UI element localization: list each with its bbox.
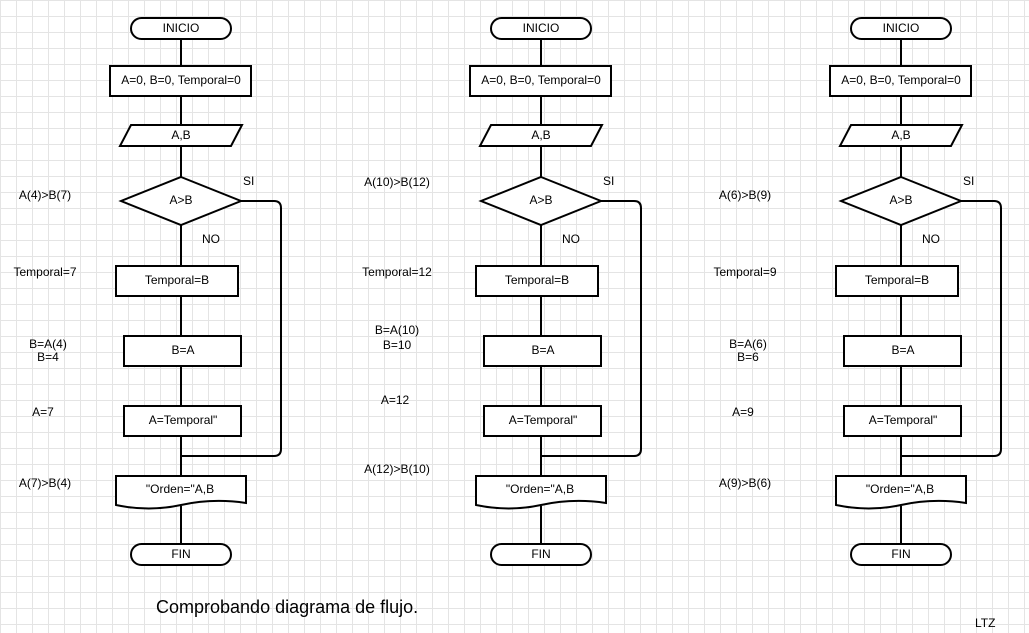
- yes-label: SI: [243, 174, 254, 188]
- a-process-box: [123, 405, 242, 437]
- b-process-box: [483, 335, 602, 367]
- output-label: "Orden="A,B: [506, 482, 574, 496]
- output-document: [475, 475, 607, 510]
- a-step-label: A=Temporal": [509, 413, 578, 427]
- end-label: FIN: [531, 547, 550, 561]
- start-terminator: [850, 17, 952, 40]
- yes-branch-line: [181, 200, 282, 457]
- trace-result: A(12)>B(10): [364, 462, 430, 476]
- temporal-process-box: [835, 265, 959, 297]
- no-label: NO: [562, 232, 580, 246]
- trace-a: A=7: [32, 405, 54, 419]
- b-step-label: B=A: [531, 343, 554, 357]
- trace-b-line2: B=10: [383, 338, 412, 352]
- decision-label: A>B: [529, 193, 552, 207]
- trace-b-line2: B=6: [737, 350, 759, 364]
- temporal-step-label: Temporal=B: [865, 273, 929, 287]
- a-step-label: A=Temporal": [149, 413, 218, 427]
- b-process-box: [123, 335, 242, 367]
- trace-a: A=9: [732, 405, 754, 419]
- start-terminator: [490, 17, 592, 40]
- start-label: INICIO: [883, 21, 920, 35]
- trace-b-line2: B=4: [37, 350, 59, 364]
- end-terminator: [490, 543, 592, 566]
- trace-result: A(9)>B(6): [719, 476, 771, 490]
- yes-branch-line: [541, 200, 642, 457]
- yes-branch-line: [901, 200, 1002, 457]
- decision-label: A>B: [889, 193, 912, 207]
- flowchart-1: INICIO A=0, B=0, Temporal=0A,B A>B SI NO Temp…: [13, 17, 282, 566]
- decision-diamond: [838, 175, 964, 227]
- trace-b-line1: B=A(6): [729, 337, 767, 351]
- input-parallelogram: [838, 124, 964, 147]
- yes-label: SI: [603, 174, 614, 188]
- input-parallelogram: [478, 124, 604, 147]
- decision-diamond: [478, 175, 604, 227]
- trace-temporal: Temporal=12: [362, 265, 432, 279]
- trace-condition: A(10)>B(12): [364, 175, 430, 189]
- trace-a: A=12: [381, 393, 410, 407]
- start-label: INICIO: [523, 21, 560, 35]
- temporal-step-label: Temporal=B: [505, 273, 569, 287]
- temporal-process-box: [475, 265, 599, 297]
- start-label: INICIO: [163, 21, 200, 35]
- init-process-box: [829, 65, 972, 97]
- decision-label: A>B: [169, 193, 192, 207]
- trace-b-line1: B=A(10): [375, 323, 419, 337]
- decision-diamond: [118, 175, 244, 227]
- end-terminator: [850, 543, 952, 566]
- no-label: NO: [922, 232, 940, 246]
- b-step-label: B=A: [171, 343, 194, 357]
- end-terminator: [130, 543, 232, 566]
- input-parallelogram: [118, 124, 244, 147]
- output-document: [115, 475, 247, 510]
- trace-b-line1: B=A(4): [29, 337, 67, 351]
- yes-label: SI: [963, 174, 974, 188]
- init-process-box: [109, 65, 252, 97]
- trace-condition: A(4)>B(7): [19, 188, 71, 202]
- init-process-box: [469, 65, 612, 97]
- input-label: A,B: [531, 128, 550, 142]
- trace-temporal: Temporal=7: [13, 265, 76, 279]
- trace-condition: A(6)>B(9): [719, 188, 771, 202]
- signature: LTZ: [975, 616, 996, 630]
- a-process-box: [843, 405, 962, 437]
- a-step-label: A=Temporal": [869, 413, 938, 427]
- temporal-step-label: Temporal=B: [145, 273, 209, 287]
- flowchart-2: INICIO A=0, B=0, Temporal=0A,B A>B SI NO Temp…: [362, 17, 642, 566]
- trace-result: A(7)>B(4): [19, 476, 71, 490]
- output-document: [835, 475, 967, 510]
- end-label: FIN: [171, 547, 190, 561]
- trace-temporal: Temporal=9: [713, 265, 776, 279]
- b-process-box: [843, 335, 962, 367]
- init-label: A=0, B=0, Temporal=0: [841, 73, 961, 87]
- init-label: A=0, B=0, Temporal=0: [481, 73, 601, 87]
- b-step-label: B=A: [891, 343, 914, 357]
- temporal-process-box: [115, 265, 239, 297]
- a-process-box: [483, 405, 602, 437]
- output-label: "Orden="A,B: [146, 482, 214, 496]
- input-label: A,B: [171, 128, 190, 142]
- no-label: NO: [202, 232, 220, 246]
- start-terminator: [130, 17, 232, 40]
- caption: Comprobando diagrama de flujo.: [156, 597, 419, 617]
- flowchart-3: INICIO A=0, B=0, Temporal=0A,B A>B SI NO Temp…: [713, 17, 1002, 566]
- init-label: A=0, B=0, Temporal=0: [121, 73, 241, 87]
- end-label: FIN: [891, 547, 910, 561]
- output-label: "Orden="A,B: [866, 482, 934, 496]
- input-label: A,B: [891, 128, 910, 142]
